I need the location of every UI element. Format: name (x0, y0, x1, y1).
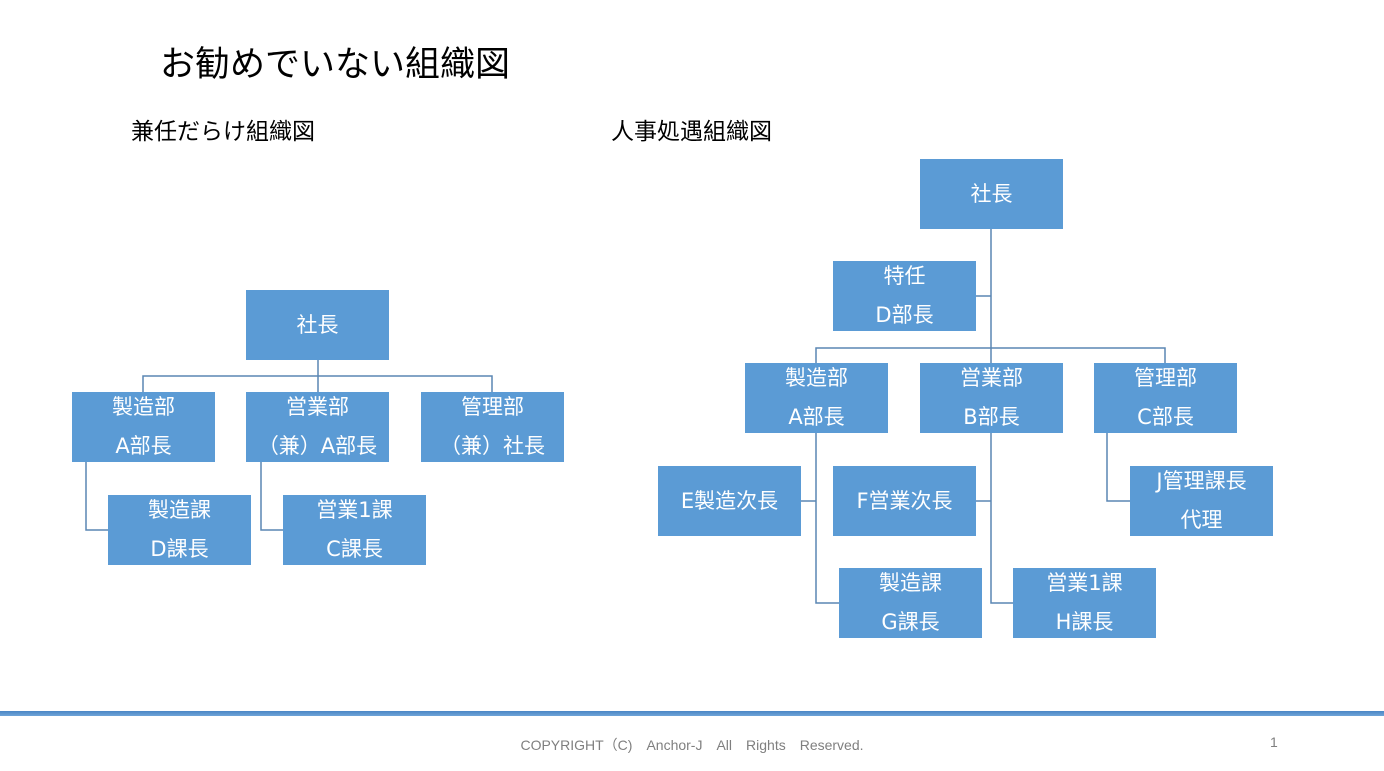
connector (1106, 433, 1130, 502)
node-label: F営業次長 (856, 488, 953, 513)
right-node-special: 特任 D部長 (833, 261, 976, 331)
left-node-president: 社長 (246, 290, 389, 360)
node-label: （兼）社長 (440, 434, 545, 458)
right-node-president: 社長 (920, 159, 1063, 229)
node-label: D部長 (875, 303, 934, 327)
node-label: 社長 (970, 181, 1013, 206)
node-label: 営業1課 (316, 498, 393, 522)
node-label: 営業部 (286, 395, 349, 419)
node-label: A部長 (788, 405, 845, 429)
connector (142, 360, 493, 392)
node-label: 製造課 (148, 498, 211, 522)
footer-divider (0, 711, 1384, 716)
right-node-sales: 営業部 B部長 (920, 363, 1063, 433)
connector (800, 433, 839, 604)
node-label: 代理 (1180, 508, 1223, 532)
right-node-mfg-deputy: E製造次長 (658, 466, 801, 536)
left-chart-heading: 兼任だらけ組織図 (131, 119, 315, 145)
right-node-sales-section: 営業1課 H課長 (1013, 568, 1156, 638)
node-label: A部長 (115, 434, 172, 458)
slide-title: お勧めでいない組織図 (160, 45, 511, 85)
right-node-manufacturing: 製造部 A部長 (745, 363, 888, 433)
left-node-admin: 管理部 （兼）社長 (421, 392, 564, 462)
right-chart-heading: 人事処遇組織図 (611, 119, 772, 145)
left-node-mfg-section: 製造課 D課長 (108, 495, 251, 565)
node-label: B部長 (963, 405, 1020, 429)
node-label: 管理部 (1134, 366, 1197, 390)
left-node-sales: 営業部 （兼）A部長 (246, 392, 389, 462)
node-label: H課長 (1055, 610, 1114, 634)
right-node-admin: 管理部 C部長 (1094, 363, 1237, 433)
node-label: 管理部 (461, 395, 524, 419)
node-label: C部長 (1137, 405, 1194, 429)
right-node-mfg-section: 製造課 G課長 (839, 568, 982, 638)
connector (260, 462, 283, 531)
node-label: 製造部 (112, 395, 175, 419)
node-label: 製造課 (879, 571, 942, 595)
node-label: D課長 (150, 537, 209, 561)
node-label: 特任 (883, 264, 926, 288)
left-node-manufacturing: 製造部 A部長 (72, 392, 215, 462)
page-number: 1 (1270, 734, 1278, 750)
connector (975, 433, 1013, 604)
footer-copyright: COPYRIGHT（C) Anchor-J All Rights Reserve… (520, 737, 864, 753)
connector (85, 462, 108, 531)
node-label: 社長 (296, 312, 339, 337)
right-node-admin-deputy: J管理課長代理 (1130, 466, 1273, 536)
node-label: C課長 (326, 537, 383, 561)
left-node-sales-section: 営業1課 C課長 (283, 495, 426, 565)
node-label: 営業部 (960, 366, 1023, 390)
node-label: E製造次長 (680, 488, 779, 513)
connector (815, 347, 1166, 363)
node-label: J管理課長 (1156, 469, 1247, 493)
node-label: （兼）A部長 (257, 434, 378, 458)
node-label: 営業1課 (1046, 571, 1123, 595)
right-node-sales-deputy: F営業次長 (833, 466, 976, 536)
node-label: 製造部 (785, 366, 848, 390)
connector (975, 229, 992, 348)
node-label: G課長 (881, 610, 940, 634)
